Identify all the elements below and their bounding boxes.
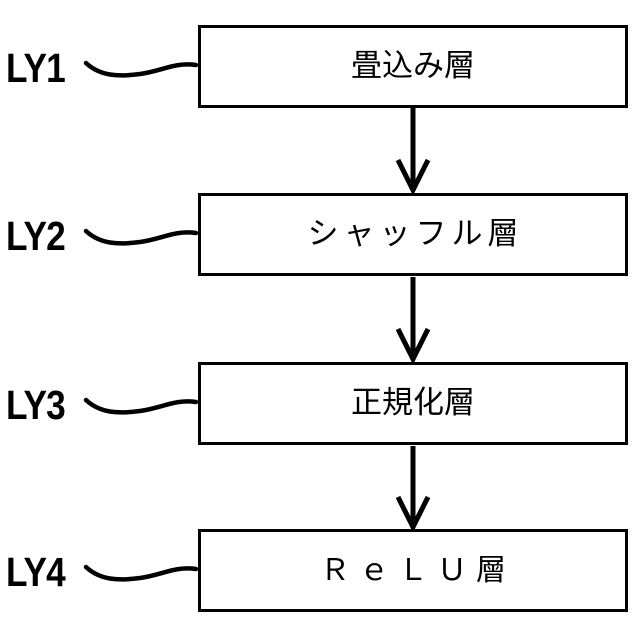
connector-arrow-ly2-ly3: [395, 277, 431, 365]
layer-box-normalization[interactable]: 正規化層: [198, 362, 628, 445]
layer-box-convolution[interactable]: 畳込み層: [198, 25, 628, 108]
connector-arrow-ly3-ly4: [395, 446, 431, 533]
connector-arrow-ly1-ly2: [395, 108, 431, 196]
node-tag-ly1: LY1: [6, 45, 66, 91]
layer-box-shuffle[interactable]: シャッフル層: [198, 193, 628, 276]
layer-box-label: シャッフル層: [307, 216, 524, 252]
leader-line-ly1: [83, 60, 199, 78]
node-tag-ly2: LY2: [6, 213, 66, 259]
layer-box-label: 畳込み層: [351, 48, 475, 84]
layer-box-label: 正規化層: [351, 385, 475, 421]
leader-line-ly3: [83, 397, 199, 415]
layer-box-relu[interactable]: ＲｅＬＵ層: [198, 529, 628, 612]
layer-box-label: ＲｅＬＵ層: [320, 552, 515, 588]
node-tag-ly3: LY3: [6, 382, 66, 428]
leader-line-ly4: [83, 564, 199, 582]
node-tag-ly4: LY4: [6, 549, 66, 595]
leader-line-ly2: [83, 228, 199, 246]
